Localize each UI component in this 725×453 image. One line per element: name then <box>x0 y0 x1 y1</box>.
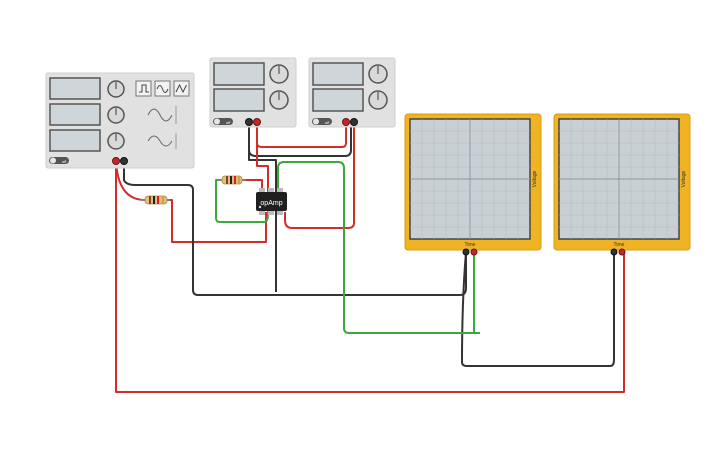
scope1-x-label: Time <box>465 242 476 248</box>
fg-display-offset <box>49 129 101 152</box>
fg-power-label: off <box>62 159 67 164</box>
function-generator[interactable]: off <box>45 72 195 169</box>
wire-red-resistor2-to-opamp[interactable] <box>241 179 263 192</box>
fg-terminal-positive[interactable] <box>112 157 120 165</box>
ps1-display-voltage <box>213 62 265 86</box>
wire-red-fg-to-scope2[interactable] <box>115 161 625 393</box>
oscilloscope-2[interactable]: Time Voltage <box>553 113 691 256</box>
resistor-2[interactable] <box>218 175 246 185</box>
fg-terminal-negative[interactable] <box>120 157 128 165</box>
wire-red-ps2-to-opamp[interactable] <box>284 122 355 229</box>
ps1-terminal-negative[interactable] <box>245 118 253 126</box>
wire-black-scope1-to-scope2[interactable] <box>461 251 615 367</box>
fg-display-amplitude <box>49 103 101 126</box>
scope2-grid <box>559 119 679 239</box>
wire-green-output-to-scope1[interactable] <box>277 161 480 334</box>
scope2-x-label: Time <box>614 242 625 248</box>
oscilloscope-1[interactable]: Time Voltage <box>404 113 542 256</box>
ps1-power-label: off <box>226 120 231 125</box>
power-supply-1[interactable]: off <box>209 57 297 128</box>
wire-red-resistor-to-opamp[interactable] <box>167 199 267 243</box>
wire-red-ps1-to-opamp[interactable] <box>256 122 269 192</box>
square-wave-icon[interactable] <box>135 80 152 97</box>
power-supply-2[interactable]: off <box>308 57 396 128</box>
scope2-terminal-positive[interactable] <box>618 248 626 256</box>
scope1-terminal-negative[interactable] <box>462 248 470 256</box>
opamp-chip[interactable]: opAmp <box>256 188 287 215</box>
scope2-terminal-negative[interactable] <box>610 248 618 256</box>
ps2-power-label: off <box>325 120 330 125</box>
scope1-terminal-positive[interactable] <box>470 248 478 256</box>
wire-black-ps1-to-opamp[interactable] <box>248 122 277 292</box>
fg-display-frequency <box>49 77 101 100</box>
ps2-display-voltage <box>312 62 364 86</box>
wire-green-feedback[interactable] <box>215 179 269 223</box>
wires <box>115 122 625 393</box>
scope2-y-label: Voltage <box>681 170 687 187</box>
opamp-label: opAmp <box>260 200 282 207</box>
scope1-y-label: Voltage <box>532 170 538 187</box>
ps2-terminal-negative[interactable] <box>350 118 358 126</box>
fg-wave-preview-1 <box>147 108 173 122</box>
ps2-terminal-positive[interactable] <box>342 118 350 126</box>
fg-wave-preview-2 <box>147 135 173 147</box>
scope1-grid <box>410 119 530 239</box>
resistor-1[interactable] <box>140 195 170 205</box>
ps1-terminal-positive[interactable] <box>253 118 261 126</box>
ps2-display-current <box>312 88 364 112</box>
ps1-display-current <box>213 88 265 112</box>
